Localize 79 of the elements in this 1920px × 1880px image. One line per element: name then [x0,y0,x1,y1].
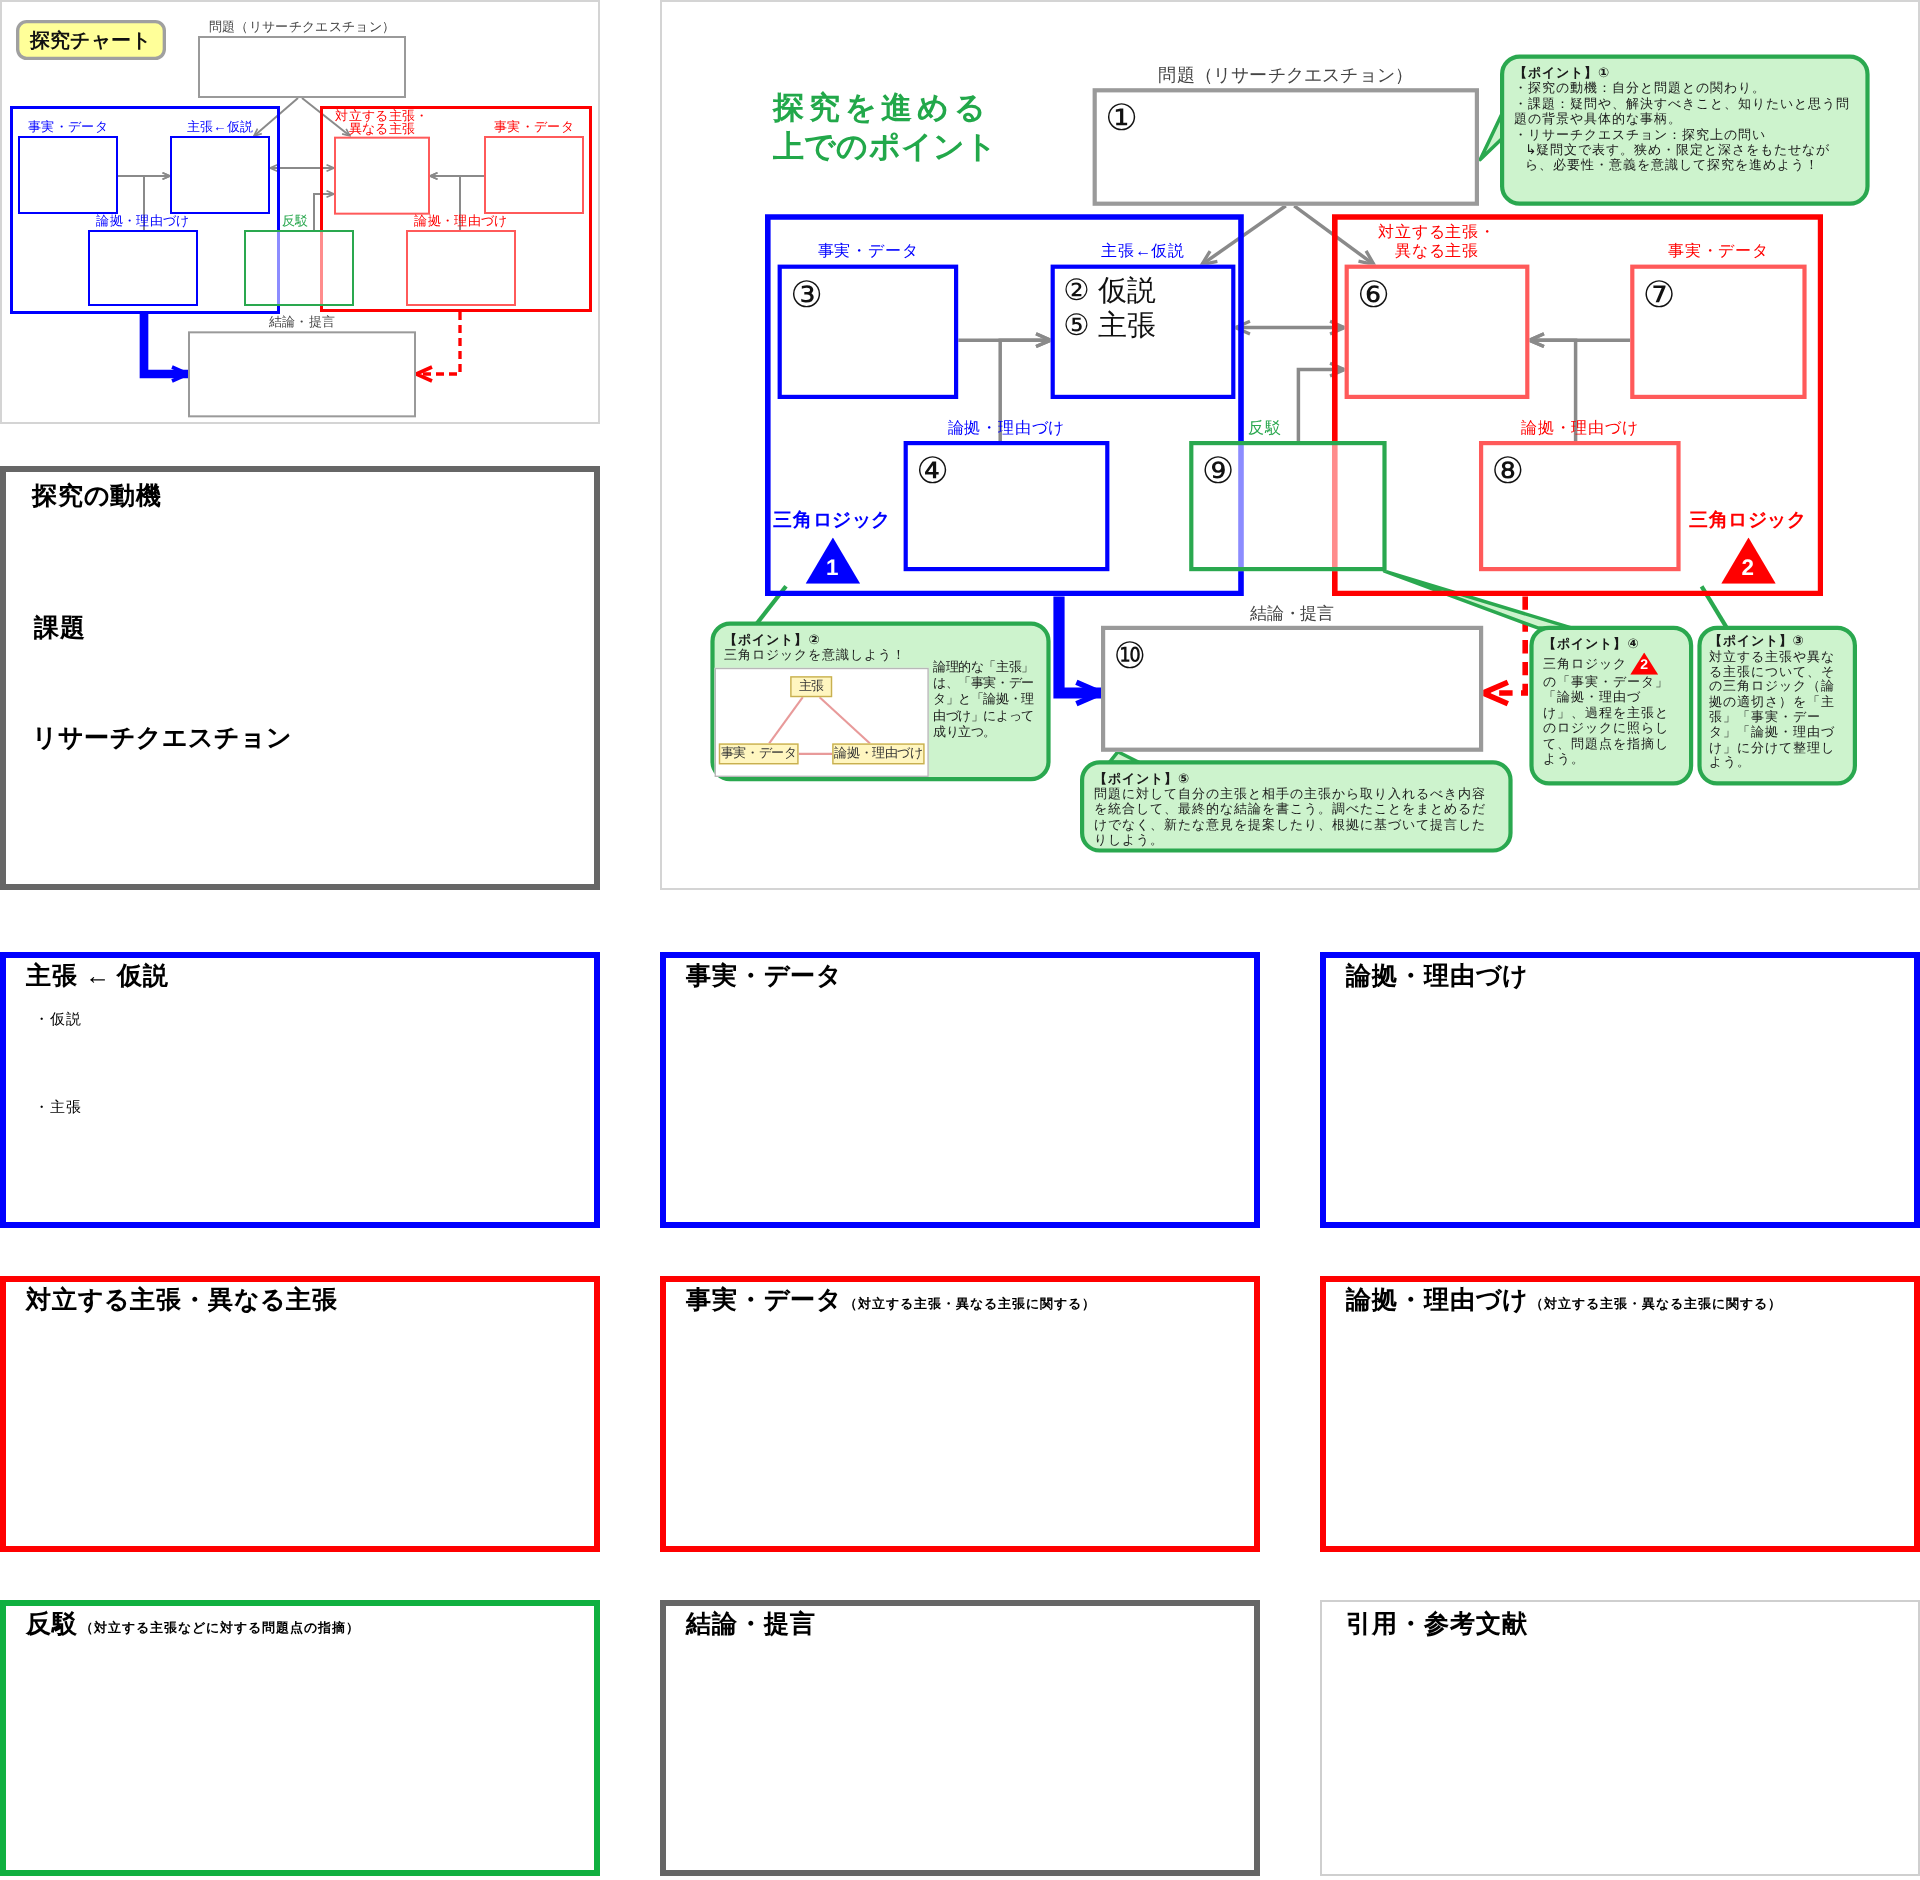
callout-bubble [1697,625,1857,786]
slide-heading: 論拠・理由づけ [1346,962,1528,994]
worksheet-card [660,1276,1260,1552]
arrow [1293,204,1376,267]
box-heading: 問題（リサーチクエスチョン） [1158,64,1414,86]
triangle-caption: 三角ロジック [773,508,891,534]
worksheet-card [1320,952,1920,1228]
callout-bubble [710,621,1051,782]
arrow [143,171,171,231]
step-number: ④ [916,449,949,493]
callout-bubble [1529,625,1694,786]
worksheet-card [1320,1600,1920,1876]
callout-bubble [1500,54,1870,206]
step-number: ⑥ [1357,273,1390,317]
arrow [269,163,335,173]
worksheet-card [660,952,1260,1228]
arrow [998,332,1053,441]
arrow [313,189,335,231]
slide-heading: 論拠・理由づけ [1346,1286,1528,1318]
worksheet-card [0,1600,600,1876]
step-number: ⑧ [1491,449,1525,493]
box-heading: 論拠・理由づけ [1521,420,1639,439]
section-heading: 課題 [34,614,86,646]
arrow [1527,332,1578,441]
box-heading: 論拠・理由づけ [947,420,1066,439]
logic-group-frame [765,214,1244,597]
connector-line [768,696,804,744]
connector-line [798,752,833,755]
slide-heading: 結論・提言 [686,1610,816,1642]
arrow [414,312,462,383]
triangle-marker: 1 [804,537,860,584]
step-number: ① [1105,96,1138,140]
slide-title: 探究を進める上でのポイント [773,88,999,167]
worksheet-card [0,466,600,890]
logic-group-frame [320,106,592,312]
slide-heading: 反駁 [26,1610,78,1642]
step-number: ③ [790,273,823,317]
callout-bubble [1080,760,1513,853]
step-number: ⑦ [1642,273,1676,317]
box-heading: 反駁 [1248,420,1282,439]
box-heading: 結論・提言 [1250,603,1335,623]
arrow [429,171,461,231]
triangle-marker: 2 [1720,537,1776,584]
slide-heading: 事実・データ [686,1286,842,1318]
logic-group-frame [1332,214,1824,597]
slide-heading: 対立する主張・異なる主張 [26,1286,338,1318]
slide-heading: 主張 ← 仮説 [26,962,169,994]
leader-line [1699,585,1729,629]
box-heading: 対立する主張・異なる主張 [1377,224,1497,262]
worksheet-card [660,1600,1260,1876]
title-banner: 探究チャート [16,20,166,60]
step-number: ⑨ [1201,449,1235,493]
worksheet-card [1320,1276,1920,1552]
arrow [139,314,190,383]
section-heading: 探究の動機 [32,482,162,514]
slide-heading: 引用・参考文献 [1346,1610,1528,1642]
arrow [1296,361,1347,441]
slide-frame [0,0,600,424]
logic-group-frame [10,106,280,314]
arrow [1233,319,1347,336]
step-item: ② 仮説 [1063,273,1157,308]
slide-heading: 事実・データ [686,962,842,994]
connector-line [818,696,871,745]
box-heading: 事実・データ [1668,243,1769,262]
arrow [253,97,299,137]
worksheet-card [0,952,600,1228]
slide-frame [660,0,1920,891]
step-item: ⑤ 主張 [1063,308,1157,343]
worksheet-card [0,1276,600,1552]
step-number: ⑩ [1113,634,1147,678]
section-heading: リサーチクエスチョン [32,724,292,756]
box-heading: 事実・データ [817,243,919,262]
arrow [1200,204,1287,267]
box-heading: 主張←仮説 [1101,243,1185,262]
arrow [1480,596,1528,707]
arrow [1053,596,1104,707]
triangle-caption: 三角ロジック [1689,508,1807,534]
arrow [301,97,351,137]
leader-line [754,585,788,625]
